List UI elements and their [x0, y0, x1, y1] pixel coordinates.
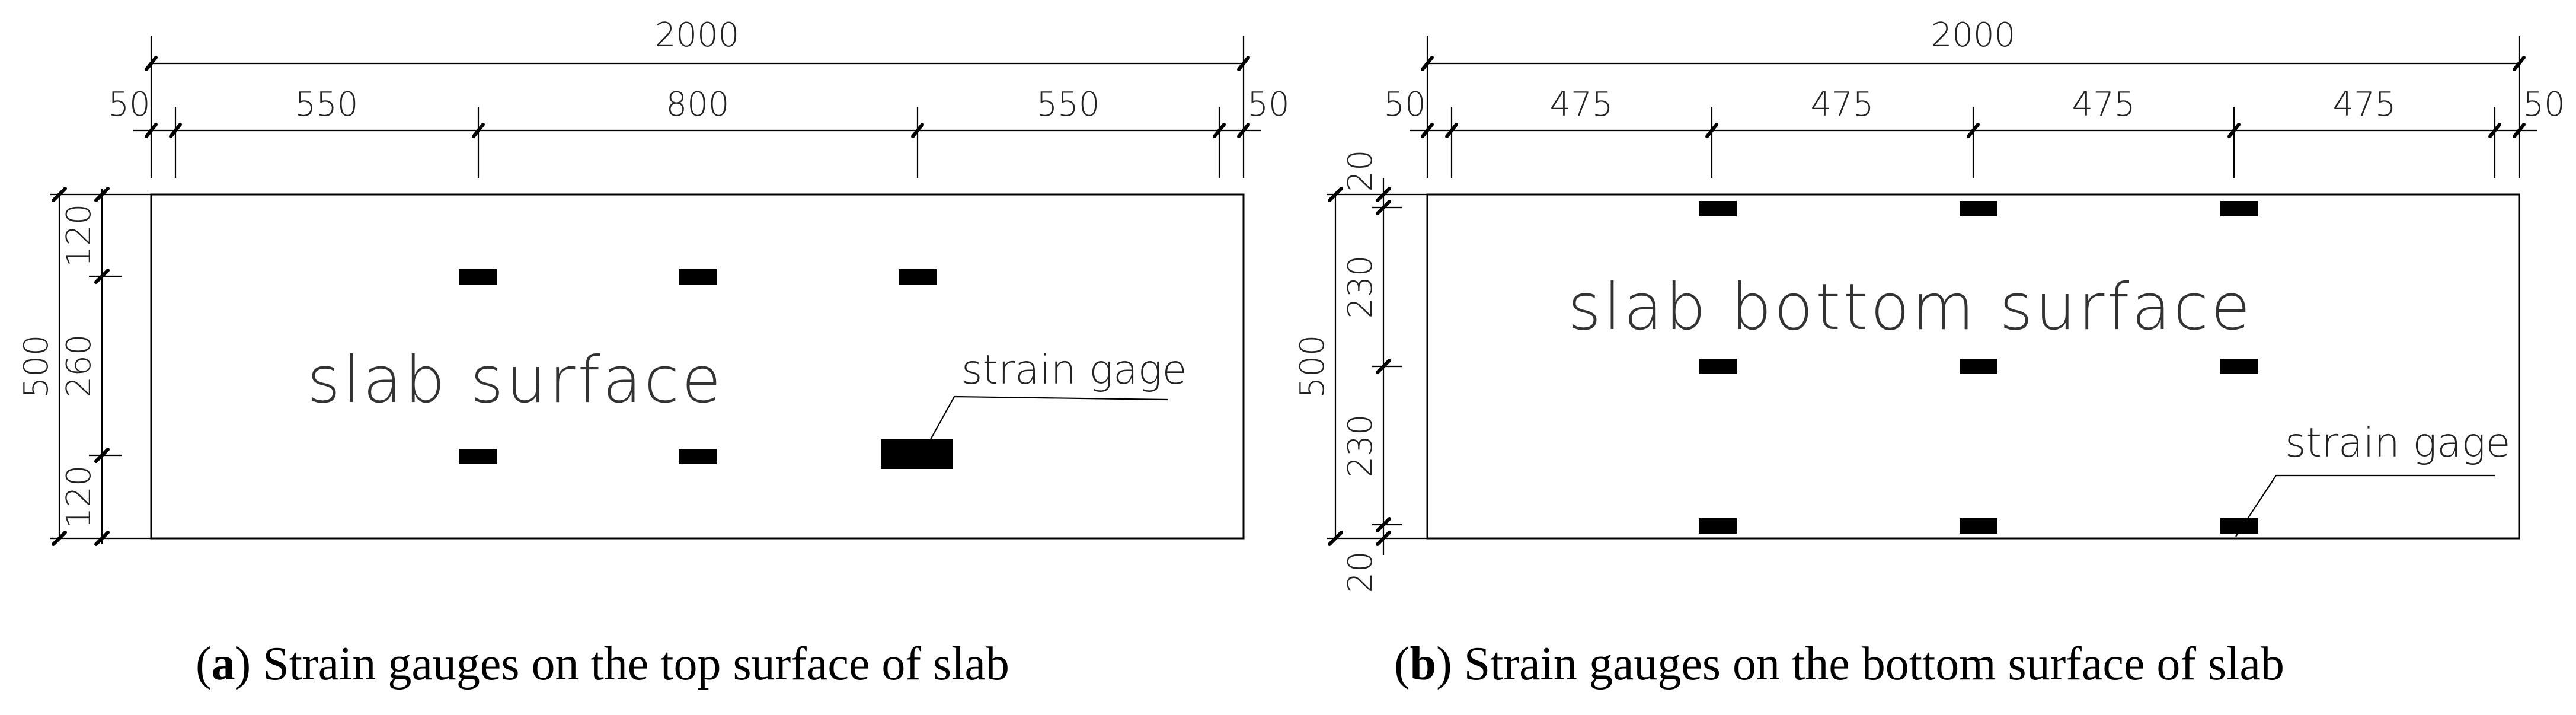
panel-b-span-3: 475: [2072, 85, 2136, 124]
dim-tick: [2513, 123, 2526, 138]
panel-b-vspan-3: 230: [1341, 414, 1380, 478]
panel-b-vspan-1: 20: [1341, 149, 1380, 191]
strain-gauge: [1699, 201, 1737, 216]
panel-a-total-width: 2000: [655, 16, 740, 55]
panel-b-gauge-leader: [2235, 474, 2495, 537]
strain-gauge: [899, 269, 937, 285]
strain-gauge: [1699, 359, 1737, 374]
strain-gauge-highlighted: [881, 439, 953, 469]
panel-b-span-2: 475: [1811, 85, 1874, 124]
panel-b-surface-label: slab bottom surface: [1568, 270, 2252, 344]
panel-a-edge-right: 50: [1247, 85, 1289, 124]
panel-b-span-1: 475: [1550, 85, 1613, 124]
panel-a-span-3: 550: [1037, 85, 1100, 124]
panel-b-span-4: 475: [2333, 85, 2396, 124]
panel-a-span-1: 550: [295, 85, 359, 124]
strain-gauge: [2220, 359, 2258, 374]
panel-a-caption-text: Strain gauges on the top surface of slab: [263, 638, 1009, 690]
strain-gauge: [679, 449, 717, 464]
strain-gauge: [1699, 518, 1737, 534]
dim-tick: [1421, 123, 1434, 138]
panel-b-gauge-label: strain gage: [2285, 420, 2510, 467]
strain-gauge: [2220, 201, 2258, 216]
panel-b-caption-text: Strain gauges on the bottom surface of s…: [1463, 638, 2284, 690]
panel-a-surface-label: slab surface: [307, 343, 724, 417]
panel-a-edge-left: 50: [108, 85, 150, 124]
panel-a-drawing: 2000 50 550 800 550 50 500 120 260 12: [17, 16, 1290, 546]
panel-b-drawing: 2000 50 475 475 475 475 50: [1293, 16, 2565, 593]
dim-tick: [145, 123, 158, 138]
panel-a-height-total: 500: [17, 335, 56, 398]
panel-a-caption-letter: a: [211, 638, 235, 690]
panel-a-slab-outline: [150, 193, 1245, 540]
strain-gauge: [459, 449, 497, 464]
strain-gauge: [1960, 359, 1997, 374]
panel-b-height-total: 500: [1293, 335, 1332, 398]
dim-tick: [1237, 123, 1250, 138]
panel-b-total-width: 2000: [1931, 16, 2016, 55]
panel-a-gauge-leader: [930, 395, 1168, 440]
panel-b-vspan-2: 230: [1341, 256, 1380, 319]
panel-b-caption-letter: b: [1410, 638, 1437, 690]
panel-b-vspan-4: 20: [1341, 551, 1380, 593]
panel-a-gauge-label: strain gage: [961, 347, 1187, 394]
panel-a-caption: (a) Strain gauges on the top surface of …: [196, 638, 1009, 690]
panel-a-vspan-1: 120: [60, 204, 98, 267]
panel-a-span-2: 800: [666, 85, 730, 124]
strain-gauge: [1960, 518, 1997, 534]
strain-gauge: [1960, 201, 1997, 216]
panel-a-vspan-3: 120: [60, 465, 98, 529]
panel-b-edge-left: 50: [1383, 85, 1426, 124]
panel-b-caption: (b) Strain gauges on the bottom surface …: [1394, 638, 2284, 690]
panel-a-vspan-2: 260: [60, 334, 98, 398]
strain-gauge: [679, 269, 717, 285]
strain-gauge: [459, 269, 497, 285]
panel-b-edge-right: 50: [2523, 85, 2565, 124]
